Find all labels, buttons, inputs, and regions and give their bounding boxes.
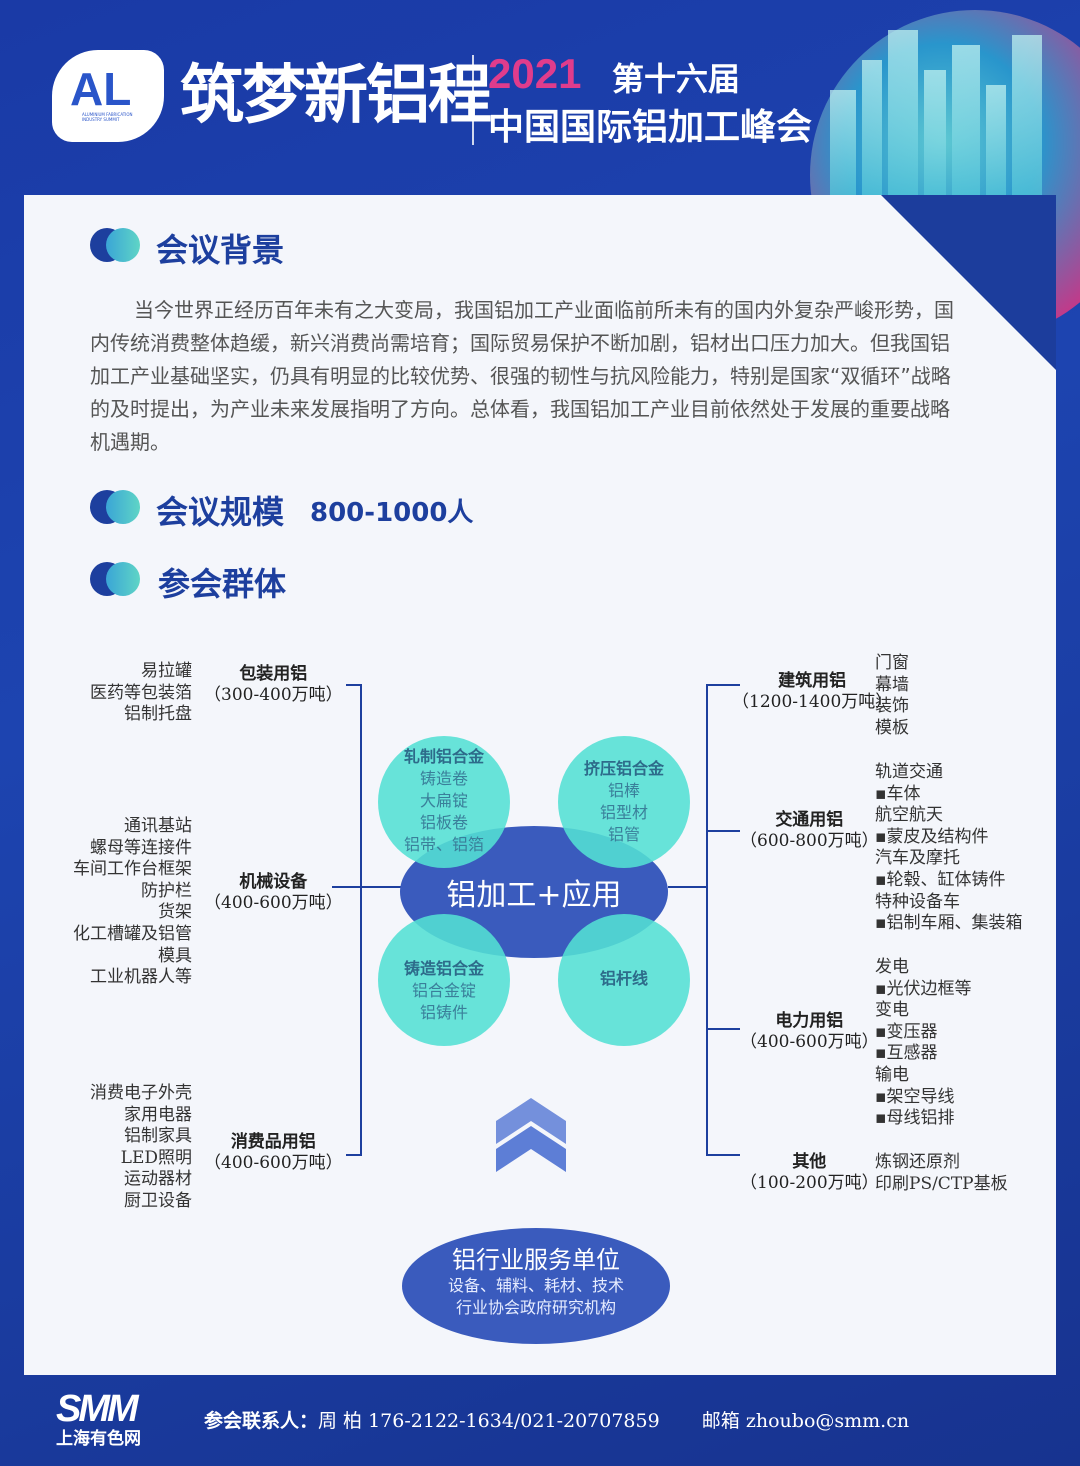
category-name: 其他 [792,1152,827,1172]
summit-logo [52,50,164,142]
bubble-extruded-alloy: 挤压铝合金 铝棒 铝型材 铝管 [558,736,690,868]
service-ellipse: 铝行业服务单位 设备、辅料、耗材、技术 行业协会政府研究机构 [402,1228,670,1344]
summit-name: 中国国际铝加工峰会 [488,107,813,148]
bubble-title: 轧制铝合金 [403,747,484,766]
category-range: （1200-1400万吨） [732,692,893,712]
category-range: （400-600万吨） [204,1153,343,1173]
category-machinery: 机械设备（400-600万吨） [204,872,343,914]
email-label: 邮箱 [701,1410,740,1432]
contact-label: 参会联系人： [204,1410,319,1432]
bubble-title: 挤压铝合金 [583,759,664,778]
logo-subtext: ALUMINIUM FABRICATION INDUSTRY SUMMIT [82,112,133,122]
header-divider [472,55,474,145]
other-items: 炼钢还原剂 印刷PS/CTP基板 [875,1152,1008,1194]
section-title-groups: 参会群体 [158,565,287,603]
bracket-line [346,684,362,686]
connector-line [668,886,708,888]
construction-items: 门窗 幕墙 装饰 模板 [875,653,909,738]
power-items: 发电 ▪光伏边框等 变电 ▪变压器 ▪互感器 输电 ▪架空导线 ▪母线铝排 [875,957,972,1129]
consumer-items: 消费电子外壳 家用电器 铝制家具 LED照明 运动器材 厨卫设备 [90,1083,192,1211]
smm-logo-subtitle: 上海有色网 [56,1429,141,1449]
bubble-rod-wire: 铝杆线 [558,914,690,1046]
category-range: （400-600万吨） [740,1032,879,1052]
background-paragraph: 当今世界正经历百年未有之大变局，我国铝加工产业面临前所未有的国内外复杂严峻形势，… [90,298,954,454]
category-range: （600-800万吨） [740,831,879,851]
category-name: 建筑用铝 [778,671,847,691]
bubble-items: 铝棒 铝型材 铝管 [599,781,648,844]
category-transport: 交通用铝（600-800万吨） [740,810,879,852]
bubble-title: 铝杆线 [599,969,648,988]
bracket-line [706,1028,740,1030]
section-bullet-icon [90,228,140,262]
contact-info: 参会联系人：周 柏 176-2122-1634/021-20707859 邮箱 … [204,1406,909,1433]
bracket-line [706,684,708,1156]
bubble-rolled-alloy: 轧制铝合金 铸造卷 大扁锭 铝板卷 铝带、铝箔 [378,736,510,868]
category-construction: 建筑用铝（1200-1400万吨） [732,671,892,713]
contact-value: 周 柏 176-2122-1634/021-20707859 [318,1410,660,1432]
content-card [24,195,1056,1375]
bubble-cast-alloy: 铸造铝合金 铝合金锭 铝铸件 [378,914,510,1046]
bubble-items: 铸造卷 大扁锭 铝板卷 铝带、铝箔 [403,769,484,854]
connector-line [332,886,402,888]
category-name: 电力用铝 [775,1011,844,1031]
packaging-items: 易拉罐 医药等包装箔 铝制托盘 [90,661,192,725]
section-title-background: 会议背景 [156,231,285,269]
card-corner-fold [881,195,1056,370]
bracket-line [706,684,740,686]
center-label: 铝加工+应用 [446,878,622,913]
section-bullet-icon [90,562,140,596]
bracket-line [346,1154,362,1156]
bracket-line [706,830,740,832]
category-consumer: 消费品用铝（400-600万吨） [204,1132,343,1174]
email-link[interactable]: zhoubo@smm.cn [745,1410,910,1432]
category-name: 消费品用铝 [230,1132,316,1152]
service-line: 行业协会政府研究机构 [455,1298,616,1317]
category-name: 交通用铝 [775,810,844,830]
bracket-line [706,1154,740,1156]
service-title: 铝行业服务单位 [452,1246,620,1274]
category-name: 机械设备 [239,872,308,892]
category-range: （100-200万吨） [740,1173,879,1193]
event-session: 第十六届 [612,60,741,98]
transport-items: 轨道交通 ▪车体 航空航天 ▪蒙皮及结构件 汽车及摩托 ▪轮毂、缸体铸件 特种设… [875,762,1023,934]
scale-value: 800-1000人 [310,498,474,528]
section-title-scale: 会议规模 [156,493,285,531]
service-line: 设备、辅料、耗材、技术 [447,1276,624,1295]
bracket-line [360,684,362,1156]
category-name: 包装用铝 [239,664,308,684]
smm-logo: SMM [56,1388,139,1430]
bubble-title: 铸造铝合金 [403,959,484,978]
category-other: 其他（100-200万吨） [740,1152,879,1194]
category-range: （400-600万吨） [204,893,343,913]
machinery-items: 通讯基站 螺母等连接件 车间工作台框架 防护栏 货架 化工槽罐及铝管 模具 工业… [73,816,192,988]
category-power: 电力用铝（400-600万吨） [740,1011,879,1053]
bubble-items: 铝合金锭 铝铸件 [411,981,476,1022]
category-range: （300-400万吨） [204,685,343,705]
event-year: 2021 [488,50,582,97]
section-bullet-icon [90,490,140,524]
slogan: 筑梦新铝程 [180,58,492,133]
logo-text: AL [70,63,132,115]
category-packaging: 包装用铝（300-400万吨） [204,664,343,706]
